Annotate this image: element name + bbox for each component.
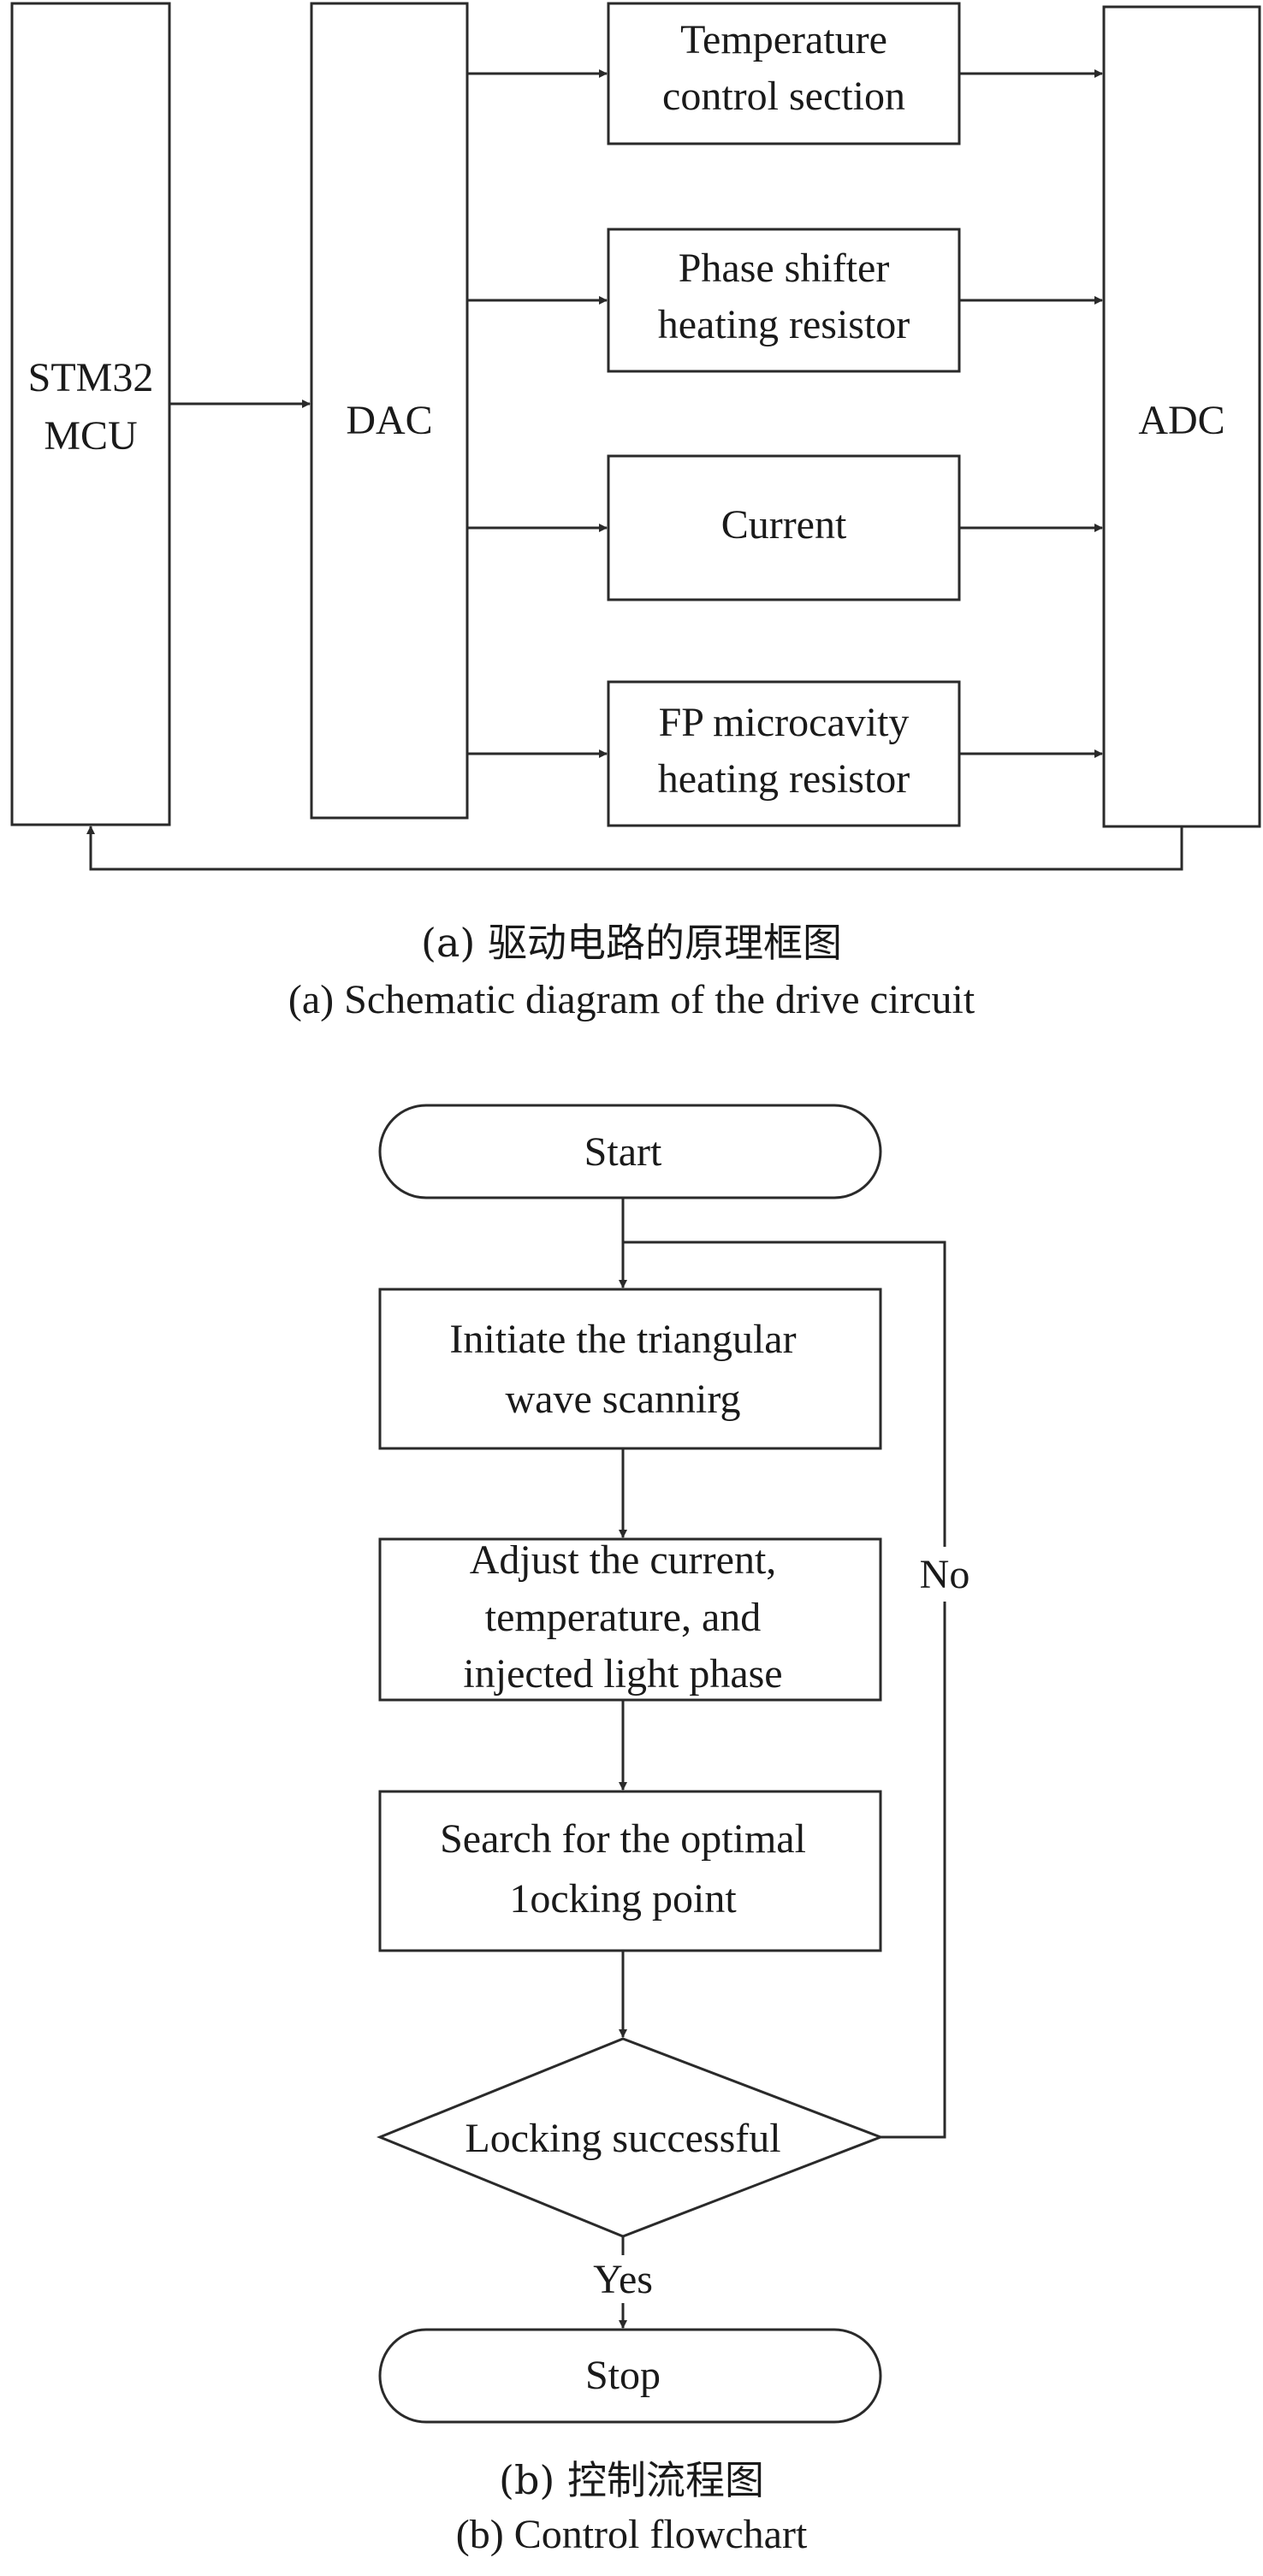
dac-label: DAC bbox=[346, 398, 432, 443]
mcu-label-line2: MCU bbox=[44, 413, 137, 459]
temperature-label-line1: Temperature bbox=[680, 17, 887, 62]
current-block: Current bbox=[607, 454, 961, 601]
start-label: Start bbox=[584, 1129, 662, 1175]
step3-label-line1: Search for the optimal bbox=[440, 1816, 806, 1862]
adc-feedback-arrow bbox=[86, 826, 1183, 871]
temperature-label-line2: control section bbox=[662, 74, 905, 119]
adc-block: ADC bbox=[1102, 5, 1261, 828]
phase-shifter-label-line1: Phase shifter bbox=[679, 246, 890, 291]
drive-circuit-diagram: STM32 MCU DAC ADC Temperature control se… bbox=[10, 2, 1261, 1022]
yes-label-background bbox=[575, 2255, 671, 2303]
no-label: No bbox=[920, 1552, 970, 1597]
phase-shifter-label-line2: heating resistor bbox=[658, 302, 910, 347]
stop-terminal: Stop bbox=[378, 2328, 882, 2424]
no-label-background bbox=[907, 1547, 982, 1602]
initiate-scanning-step: Initiate the triangular wave scannirg bbox=[378, 1288, 882, 1450]
mcu-label-line1: STM32 bbox=[28, 355, 154, 400]
yes-label: Yes bbox=[593, 2257, 653, 2302]
phase-shifter-block: Phase shifter heating resistor bbox=[607, 228, 961, 373]
step2-label-line2: temperature, and bbox=[485, 1595, 762, 1640]
temperature-control-block: Temperature control section bbox=[607, 2, 961, 145]
fp-microcavity-label-line2: heating resistor bbox=[658, 756, 910, 802]
stop-label: Stop bbox=[585, 2353, 661, 2398]
current-label: Current bbox=[721, 502, 847, 548]
step2-label-line1: Adjust the current, bbox=[470, 1537, 777, 1583]
adc-label: ADC bbox=[1138, 398, 1224, 443]
caption-a-chinese: (a) 驱动电路的原理框图 bbox=[421, 920, 842, 966]
step1-label-line1: Initiate the triangular bbox=[449, 1317, 796, 1362]
dac-block: DAC bbox=[310, 2, 469, 820]
no-loop-line bbox=[623, 1241, 946, 2139]
search-locking-point-step: Search for the optimal 1ocking point bbox=[378, 1790, 882, 1952]
mcu-block: STM32 MCU bbox=[10, 2, 171, 826]
decision-label: Locking successful bbox=[465, 2116, 780, 2161]
caption-b-chinese: (b) 控制流程图 bbox=[499, 2457, 764, 2503]
control-flowchart: Start Initiate the triangular wave scann… bbox=[377, 1104, 982, 2557]
caption-a-english: (a) Schematic diagram of the drive circu… bbox=[288, 977, 975, 1022]
step2-label-line3: injected light phase bbox=[463, 1651, 782, 1697]
fp-microcavity-block: FP microcavity heating resistor bbox=[607, 680, 961, 827]
fp-microcavity-label-line1: FP microcavity bbox=[659, 700, 910, 745]
step3-label-line2: 1ocking point bbox=[509, 1876, 737, 1922]
step1-label-line2: wave scannirg bbox=[505, 1377, 740, 1422]
caption-b-english: (b) Control flowchart bbox=[456, 2512, 808, 2557]
locking-successful-decision: Locking successful bbox=[377, 2037, 885, 2238]
start-terminal: Start bbox=[378, 1104, 882, 1199]
adjust-parameters-step: Adjust the current, temperature, and inj… bbox=[378, 1537, 882, 1702]
